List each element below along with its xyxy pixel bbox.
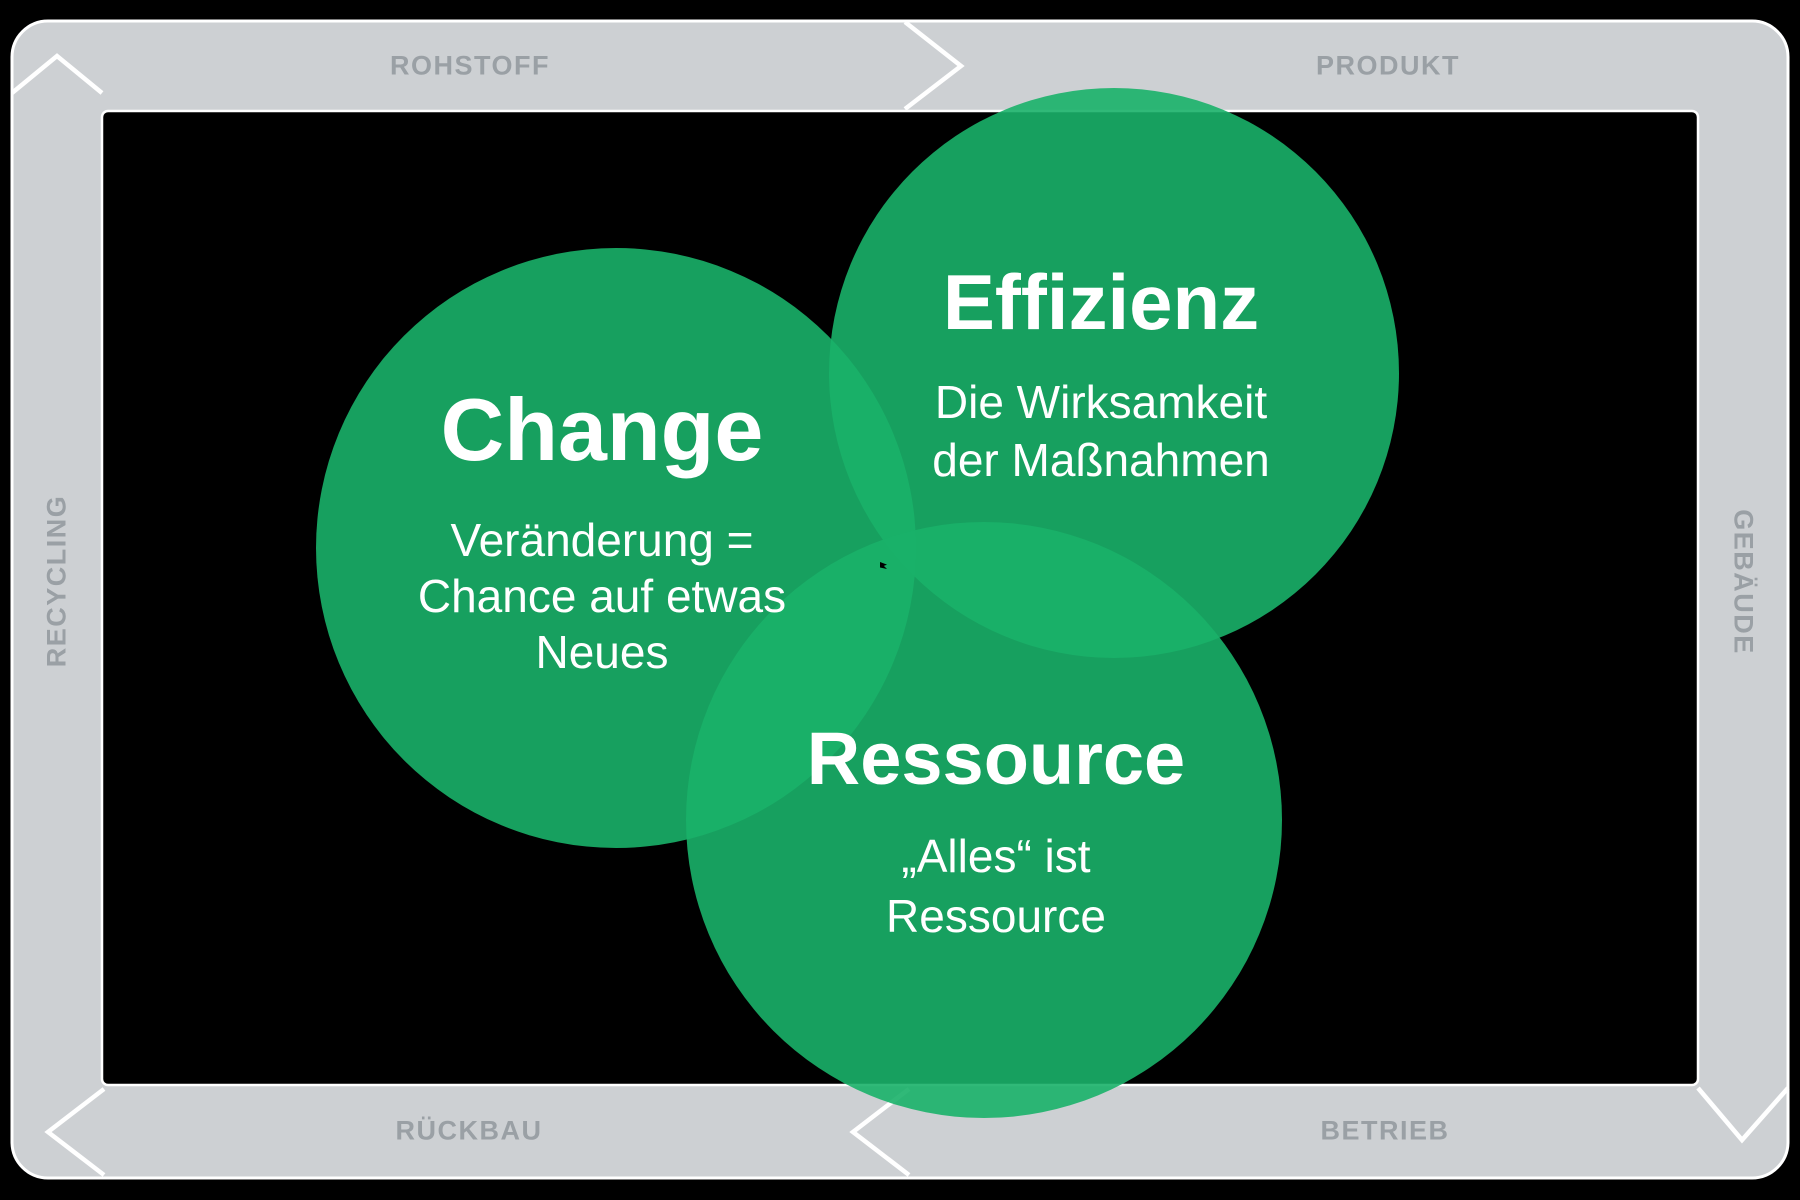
band-label-produkt: PRODUKT — [1316, 50, 1460, 81]
ressource-subtitle-line: „Alles“ ist — [901, 830, 1091, 882]
ring-outer-outline — [10, 19, 1790, 1180]
band-label-betrieb: BETRIEB — [1320, 1115, 1450, 1146]
chevron-left-corner-icon — [44, 1087, 106, 1177]
arrow-up-icon — [10, 53, 104, 95]
ressource-text-block: Ressource „Alles“ ist Ressource — [807, 722, 1185, 946]
change-text-block: Change Veränderung = Chance auf etwas Ne… — [418, 386, 786, 680]
effizienz-subtitle-line: Die Wirksamkeit — [934, 376, 1268, 428]
ressource-circle — [686, 522, 1282, 1118]
chevron-left-icon — [849, 1087, 911, 1177]
ressource-title: Ressource — [806, 717, 1186, 800]
change-subtitle-line: Neues — [535, 626, 669, 678]
change-subtitle-line: Chance auf etwas — [417, 570, 787, 622]
band-label-rohstoff: ROHSTOFF — [390, 50, 550, 81]
ressource-subtitle: „Alles“ ist Ressource — [807, 826, 1185, 946]
change-subtitle: Veränderung = Chance auf etwas Neues — [418, 512, 786, 680]
band-label-gebaeude: GEBÄUDE — [1728, 509, 1759, 655]
arrow-down-icon — [1696, 1086, 1790, 1144]
effizienz-text-block: Effizienz Die Wirksamkeit der Maßnahmen — [932, 263, 1270, 489]
band-label-recycling: RECYCLING — [41, 494, 72, 668]
effizienz-subtitle-line: der Maßnahmen — [932, 434, 1270, 486]
change-title: Change — [440, 380, 764, 479]
change-subtitle-line: Veränderung = — [450, 514, 754, 566]
chevron-right-icon — [903, 20, 965, 111]
effizienz-title: Effizienz — [942, 258, 1260, 346]
artifact-mark — [880, 562, 887, 569]
ressource-subtitle-line: Ressource — [886, 890, 1106, 942]
band-label-rueckbau: RÜCKBAU — [395, 1115, 543, 1146]
effizienz-subtitle: Die Wirksamkeit der Maßnahmen — [932, 373, 1270, 489]
